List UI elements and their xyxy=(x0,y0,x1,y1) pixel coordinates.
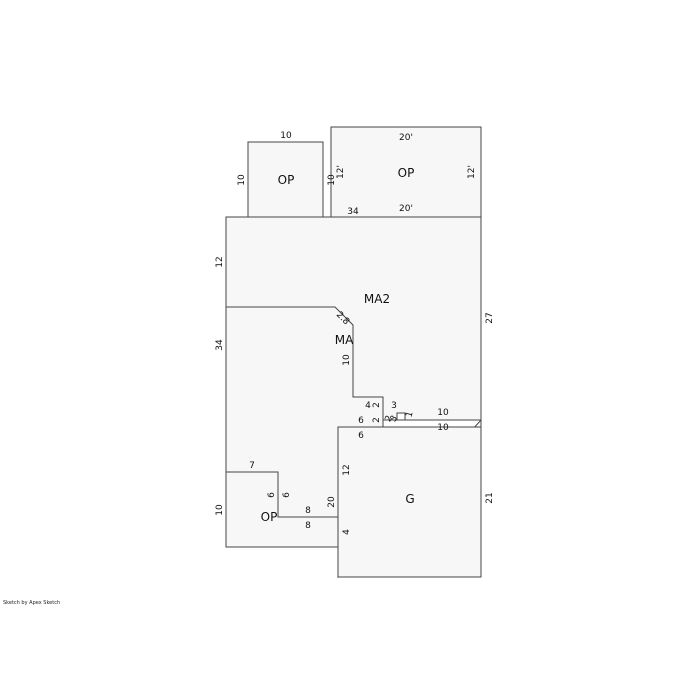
dim-op-b-8b: 8 xyxy=(305,521,311,531)
dim-ma-20: 20 xyxy=(327,496,337,508)
dim-step-1: 1 xyxy=(404,410,415,418)
label-ma2: MA2 xyxy=(364,292,390,306)
label-ma: MA xyxy=(335,333,354,347)
dim-op-tr-bottom: 20' xyxy=(399,204,413,214)
dim-op-tr-right: 12' xyxy=(467,165,477,179)
dim-op-b-6a: 6 xyxy=(267,492,277,498)
label-op-bottom: OP xyxy=(261,510,278,524)
dim-step-2c: 2 xyxy=(372,417,382,423)
op-top-right-area xyxy=(330,126,482,218)
dim-ma2-right: 27 xyxy=(485,312,495,323)
dim-g-top-10b: 10 xyxy=(437,423,449,433)
dim-g-4: 4 xyxy=(342,529,352,535)
dim-op-b-8a: 8 xyxy=(305,506,311,516)
dim-step-2a: 2 xyxy=(372,402,382,408)
dim-step-6b: 6 xyxy=(358,431,364,441)
dim-step-3: 3 xyxy=(391,401,397,411)
ma-ma2-division xyxy=(226,306,384,427)
dim-op-tl-top: 10 xyxy=(280,131,292,141)
dim-step-6a: 6 xyxy=(358,416,364,426)
garage-area xyxy=(337,426,482,578)
dim-op-b-left-10: 10 xyxy=(215,504,225,516)
dim-ma-left: 34 xyxy=(215,339,225,351)
dim-ma2-left: 12 xyxy=(215,256,225,267)
dim-op-b-6b: 6 xyxy=(282,492,292,498)
dim-ma2-top: 34 xyxy=(347,207,359,217)
dim-step-4: 4 xyxy=(365,401,371,411)
dim-op-tr-left: 12' xyxy=(336,165,346,179)
dim-op-tr-top: 20' xyxy=(399,133,413,143)
dim-step-2b: 2 xyxy=(384,414,396,424)
sketch-credit: Sketch by Apex Sketch xyxy=(3,600,61,606)
op-bottom-area xyxy=(225,471,339,548)
label-garage: G xyxy=(405,492,414,506)
dim-op-tl-left: 10 xyxy=(237,174,247,186)
dim-op-tl-right: 10 xyxy=(327,174,337,186)
dim-g-left-12: 12 xyxy=(342,464,352,475)
label-op-top-left: OP xyxy=(278,173,295,187)
label-op-top-right: OP xyxy=(398,166,415,180)
dim-g-right-21: 21 xyxy=(485,492,495,503)
step-detail xyxy=(383,412,406,421)
dim-g-top-10a: 10 xyxy=(437,408,449,418)
dim-step-3b: 3 xyxy=(389,414,401,424)
dim-step-10: 10 xyxy=(342,354,352,366)
dim-op-b-top-7: 7 xyxy=(249,461,255,471)
op-top-left-area xyxy=(247,141,324,218)
